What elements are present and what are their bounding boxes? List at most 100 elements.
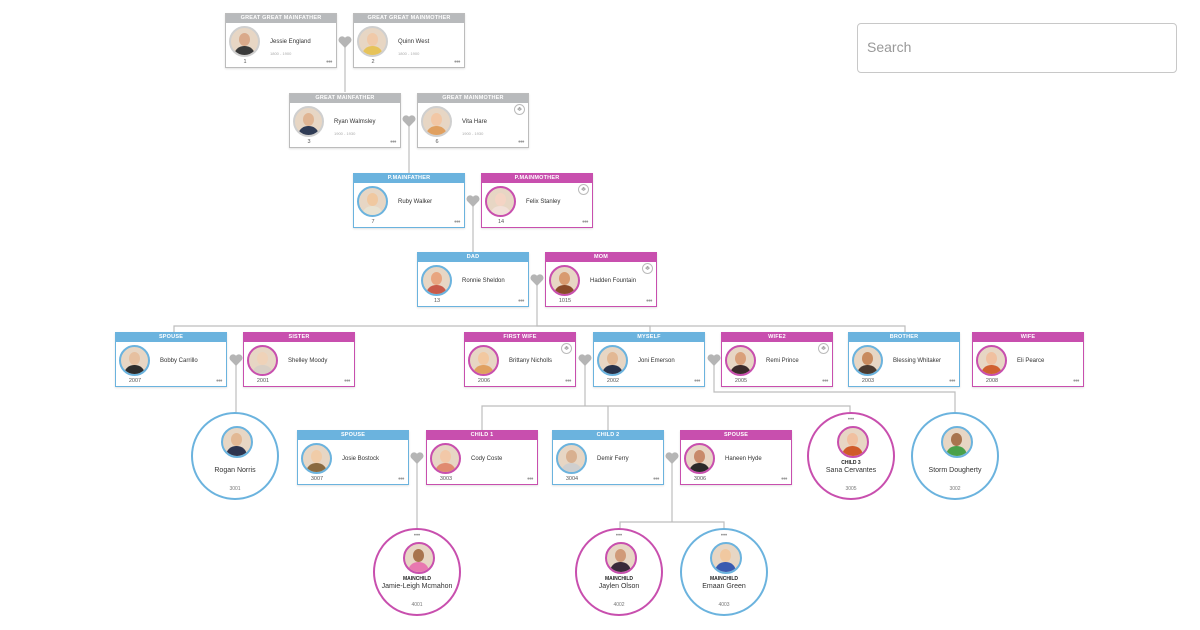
avatar: [403, 542, 435, 574]
card-title: SPOUSE: [116, 333, 226, 342]
more-options-icon[interactable]: •••: [454, 59, 460, 66]
person-name: Ryan Walmsley: [334, 119, 376, 125]
person-name: Storm Dougherty: [928, 467, 982, 474]
more-options-icon[interactable]: •••: [326, 59, 332, 66]
person-name: Blessing Whitaker: [893, 358, 942, 364]
more-options-icon[interactable]: •••: [518, 298, 524, 305]
more-options-icon[interactable]: •••: [720, 533, 728, 539]
more-options-icon[interactable]: •••: [413, 533, 421, 539]
person-card-great-mainmother[interactable]: GREAT MAINMOTHER ♣ Vita Hare 1900 - 1930…: [417, 93, 529, 148]
person-card-mom[interactable]: MOM ♣ Hadden Fountain 1015 •••: [545, 252, 657, 307]
person-card-great-mainfather[interactable]: GREAT MAINFATHER Ryan Walmsley 1900 - 19…: [289, 93, 401, 148]
tree-badge-icon[interactable]: ♣: [818, 343, 829, 354]
person-card-spouse[interactable]: SPOUSE Bobby Carrillo 2007 •••: [115, 332, 227, 387]
avatar: [468, 345, 499, 376]
more-options-icon[interactable]: •••: [615, 533, 623, 539]
card-title: CHILD 2: [553, 431, 663, 440]
person-name: Ronnie Sheldon: [462, 278, 505, 284]
more-options-icon[interactable]: •••: [344, 378, 350, 385]
person-name: Vita Hare: [462, 119, 487, 125]
heart-icon[interactable]: [707, 354, 721, 366]
person-name: Jessie England: [270, 39, 311, 45]
person-card-myself[interactable]: MYSELF Joni Emerson 2002 •••: [593, 332, 705, 387]
person-card-p-mainmother[interactable]: P.MAINMOTHER ♣ Felix Stanley 14 •••: [481, 173, 593, 228]
heart-icon[interactable]: [466, 195, 480, 207]
more-options-icon[interactable]: •••: [518, 139, 524, 146]
person-circle-mainchild[interactable]: ••• MAINCHILD Emaan Green 4003: [680, 528, 768, 616]
more-options-icon[interactable]: •••: [847, 417, 855, 423]
person-id: 2003: [861, 378, 875, 384]
search-input[interactable]: [858, 24, 1157, 70]
more-options-icon[interactable]: •••: [949, 378, 955, 385]
person-name: Remi Prince: [766, 358, 799, 364]
person-card-great-great-mainmother[interactable]: GREAT GREAT MAINMOTHER Quinn West 1800 -…: [353, 13, 465, 68]
heart-icon[interactable]: [402, 115, 416, 127]
person-circle-storm-dougherty[interactable]: Storm Dougherty 3002: [911, 412, 999, 500]
more-options-icon[interactable]: •••: [398, 476, 404, 483]
circle-title: CHILD 3: [841, 460, 861, 466]
avatar: [119, 345, 150, 376]
person-circle-child-3[interactable]: ••• CHILD 3 Sana Cervantes 3005: [807, 412, 895, 500]
tree-badge-icon[interactable]: ♣: [561, 343, 572, 354]
person-card-dad[interactable]: DAD Ronnie Sheldon 13 •••: [417, 252, 529, 307]
person-card-great-great-mainfather[interactable]: GREAT GREAT MAINFATHER Jessie England 18…: [225, 13, 337, 68]
avatar: [485, 186, 516, 217]
person-card-wife2[interactable]: WIFE2 ♣ Remi Prince 2005 •••: [721, 332, 833, 387]
person-card-child-2[interactable]: CHILD 2 Demir Ferry 3004 •••: [552, 430, 664, 485]
heart-icon[interactable]: [229, 354, 243, 366]
more-options-icon[interactable]: •••: [527, 476, 533, 483]
more-options-icon[interactable]: •••: [565, 378, 571, 385]
search-box[interactable]: [857, 23, 1177, 73]
person-name: Shelley Moody: [288, 358, 328, 364]
person-circle-mainchild[interactable]: ••• MAINCHILD Jaylen Olson 4002: [575, 528, 663, 616]
card-title: SPOUSE: [298, 431, 408, 440]
more-options-icon[interactable]: •••: [1073, 378, 1079, 385]
more-options-icon[interactable]: •••: [390, 139, 396, 146]
avatar: [357, 26, 388, 57]
more-options-icon[interactable]: •••: [653, 476, 659, 483]
heart-icon[interactable]: [578, 354, 592, 366]
heart-icon[interactable]: [338, 36, 352, 48]
person-card-first-wife[interactable]: FIRST WIFE ♣ Brittany Nicholls 2006 •••: [464, 332, 576, 387]
heart-icon[interactable]: [410, 452, 424, 464]
person-card-brother[interactable]: BROTHER Blessing Whitaker 2003 •••: [848, 332, 960, 387]
more-options-icon[interactable]: •••: [822, 378, 828, 385]
person-circle-rogan-norris[interactable]: Rogan Norris 3001: [191, 412, 279, 500]
avatar: [605, 542, 637, 574]
person-name: Eli Pearce: [1017, 358, 1045, 364]
card-title: SISTER: [244, 333, 354, 342]
circle-title: MAINCHILD: [604, 576, 634, 582]
more-options-icon[interactable]: •••: [454, 219, 460, 226]
tree-badge-icon[interactable]: ♣: [514, 104, 525, 115]
avatar: [421, 265, 452, 296]
person-card-p-mainfather[interactable]: P.MAINFATHER Ruby Walker 7 •••: [353, 173, 465, 228]
person-card-sister[interactable]: SISTER Shelley Moody 2001 •••: [243, 332, 355, 387]
tree-badge-icon[interactable]: ♣: [578, 184, 589, 195]
person-card-child-1[interactable]: CHILD 1 Cody Coste 3003 •••: [426, 430, 538, 485]
more-options-icon[interactable]: •••: [216, 378, 222, 385]
more-options-icon[interactable]: •••: [582, 219, 588, 226]
person-card-wife[interactable]: WIFE Eli Pearce 2008 •••: [972, 332, 1084, 387]
more-options-icon[interactable]: •••: [781, 476, 787, 483]
avatar: [247, 345, 278, 376]
person-circle-mainchild[interactable]: ••• MAINCHILD Jamie-Leigh Mcmahon 4001: [373, 528, 461, 616]
heart-icon[interactable]: [665, 452, 679, 464]
person-id: 2007: [128, 378, 142, 384]
person-dates: 1900 - 1930: [462, 131, 484, 136]
avatar: [941, 426, 973, 458]
avatar: [852, 345, 883, 376]
person-card-spouse[interactable]: SPOUSE Josie Bostock 3007 •••: [297, 430, 409, 485]
person-id: 2006: [477, 378, 491, 384]
more-options-icon[interactable]: •••: [694, 378, 700, 385]
person-name: Demir Ferry: [597, 456, 629, 462]
person-card-spouse[interactable]: SPOUSE Haneen Hyde 3006 •••: [680, 430, 792, 485]
person-dates: 1800 - 1900: [398, 51, 420, 56]
heart-icon[interactable]: [530, 274, 544, 286]
person-name: Ruby Walker: [398, 199, 433, 205]
person-dates: 1900 - 1930: [334, 131, 356, 136]
person-name: Hadden Fountain: [590, 278, 637, 284]
card-title: SPOUSE: [681, 431, 791, 440]
tree-badge-icon[interactable]: ♣: [642, 263, 653, 274]
person-id: 7: [371, 219, 375, 225]
more-options-icon[interactable]: •••: [646, 298, 652, 305]
